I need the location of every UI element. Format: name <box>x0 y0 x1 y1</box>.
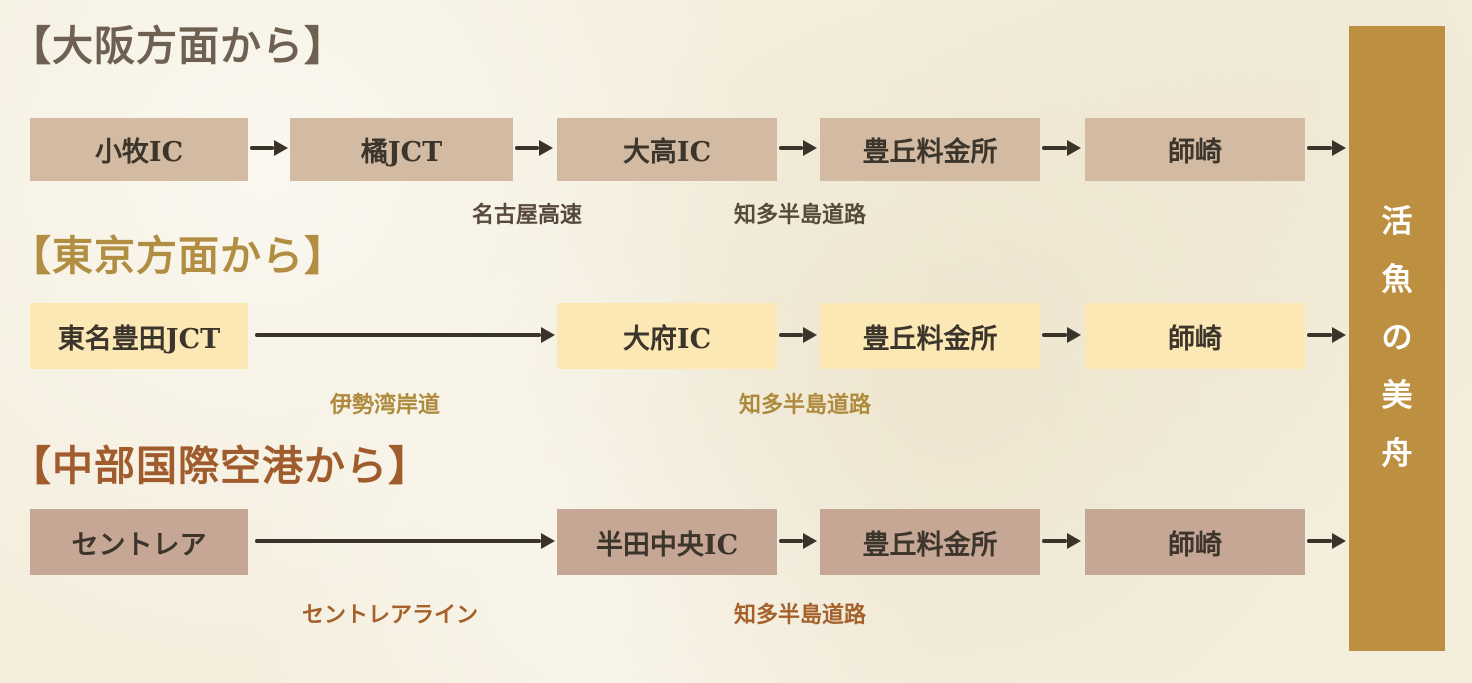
stop-centrair: セントレア <box>30 509 248 575</box>
road-label-chita-peninsula-road: 知多半島道路 <box>733 202 867 228</box>
stop-obu-ic: 大府IC <box>557 303 777 369</box>
road-label-chita-peninsula-road: 知多半島道路 <box>738 392 872 418</box>
stop-tachibana-jct: 橘JCT <box>290 118 513 181</box>
destination-banner-char: の <box>1381 320 1413 356</box>
road-label-chita-peninsula-road: 知多半島道路 <box>733 602 867 628</box>
route-osaka-heading: 【大阪方面から】 <box>10 22 346 70</box>
arrow-right-icon <box>255 533 555 549</box>
destination-banner: 活 魚 の 美 舟 <box>1349 26 1445 651</box>
arrow-right-icon <box>1042 533 1081 549</box>
road-label-centrair-line: セントレアライン <box>301 602 479 628</box>
arrow-right-icon <box>779 140 817 156</box>
route-tokyo-heading: 【東京方面から】 <box>10 232 346 280</box>
route-centrair-heading: 【中部国際空港から】 <box>10 442 430 490</box>
stop-morozaki: 師崎 <box>1085 509 1305 575</box>
stop-toyooka-tollgate: 豊丘料金所 <box>820 509 1040 575</box>
arrow-right-icon <box>779 533 817 549</box>
arrow-right-icon <box>1042 140 1081 156</box>
arrow-right-icon <box>515 140 553 156</box>
arrow-right-icon <box>255 327 555 343</box>
arrow-right-icon <box>1042 327 1081 343</box>
road-label-isewangan-expressway: 伊勢湾岸道 <box>329 392 441 418</box>
stop-tomei-toyota-jct: 東名豊田JCT <box>30 303 248 369</box>
destination-banner-char: 美 <box>1381 378 1413 414</box>
destination-banner-char: 魚 <box>1381 262 1413 298</box>
stop-handa-chuo-ic: 半田中央IC <box>557 509 777 575</box>
arrow-right-icon <box>1307 533 1346 549</box>
stop-morozaki: 師崎 <box>1085 118 1305 181</box>
destination-banner-char: 活 <box>1381 204 1413 240</box>
stop-komaki-ic: 小牧IC <box>30 118 248 181</box>
arrow-right-icon <box>250 140 288 156</box>
destination-banner-char: 舟 <box>1381 436 1413 472</box>
stop-toyooka-tollgate: 豊丘料金所 <box>820 303 1040 369</box>
arrow-right-icon <box>1307 140 1346 156</box>
stop-odaka-ic: 大高IC <box>557 118 777 181</box>
stop-morozaki: 師崎 <box>1085 303 1305 369</box>
road-label-nagoya-expressway: 名古屋高速 <box>471 202 583 228</box>
arrow-right-icon <box>779 327 817 343</box>
arrow-right-icon <box>1307 327 1346 343</box>
stop-toyooka-tollgate: 豊丘料金所 <box>820 118 1040 181</box>
